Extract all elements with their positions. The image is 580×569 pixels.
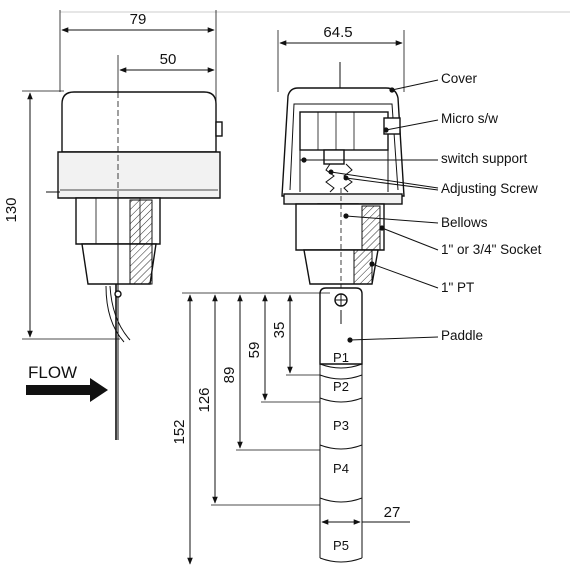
callout-leaders: [301, 79, 439, 343]
dim-64-5-label: 64.5: [323, 24, 352, 41]
micro-switch: [299, 111, 389, 151]
front-view: 64.5: [171, 24, 542, 565]
dim-overall-width: 79: [59, 10, 217, 140]
side-base: [57, 151, 221, 199]
label-micro-switch: Micro s/w: [441, 111, 498, 126]
side-cover: [61, 91, 217, 153]
flow-label: FLOW: [28, 363, 77, 382]
paddle: P1 P2 P3 P4 P5: [319, 287, 363, 563]
paddle-p3: P3: [333, 418, 349, 433]
label-paddle: Paddle: [441, 328, 483, 343]
label-socket: 1" or 3/4" Socket: [441, 242, 542, 257]
dim-89-label: 89: [221, 367, 238, 384]
paddle-p2: P2: [333, 379, 349, 394]
front-base: [283, 193, 403, 205]
paddle-p5: P5: [333, 538, 349, 553]
dim-126-label: 126: [196, 387, 213, 412]
dim-27-label: 27: [384, 504, 401, 521]
dim-50-label: 50: [160, 51, 177, 68]
paddle-p1: P1: [333, 350, 349, 365]
dim-height: 130: [3, 90, 120, 340]
dim-front-width: 64.5: [277, 24, 405, 92]
paddle-p4: P4: [333, 461, 349, 476]
label-pt: 1" PT: [441, 280, 474, 295]
label-bellows: Bellows: [441, 215, 488, 230]
flow-arrow-icon: [26, 378, 108, 402]
paddle-depth-dimensions: 35 59 89 126 152 27: [171, 292, 410, 565]
label-switch-support: switch support: [441, 151, 528, 166]
dim-130-label: 130: [3, 197, 20, 222]
label-adjusting-screw: Adjusting Screw: [441, 181, 538, 196]
dim-79-label: 79: [130, 11, 147, 28]
dim-59-label: 59: [246, 342, 263, 359]
side-view: 79 50 130: [3, 10, 223, 440]
dim-cover-width: 50: [117, 51, 215, 92]
dim-35-label: 35: [271, 322, 288, 339]
dim-152-label: 152: [171, 419, 188, 444]
label-cover: Cover: [441, 71, 478, 86]
